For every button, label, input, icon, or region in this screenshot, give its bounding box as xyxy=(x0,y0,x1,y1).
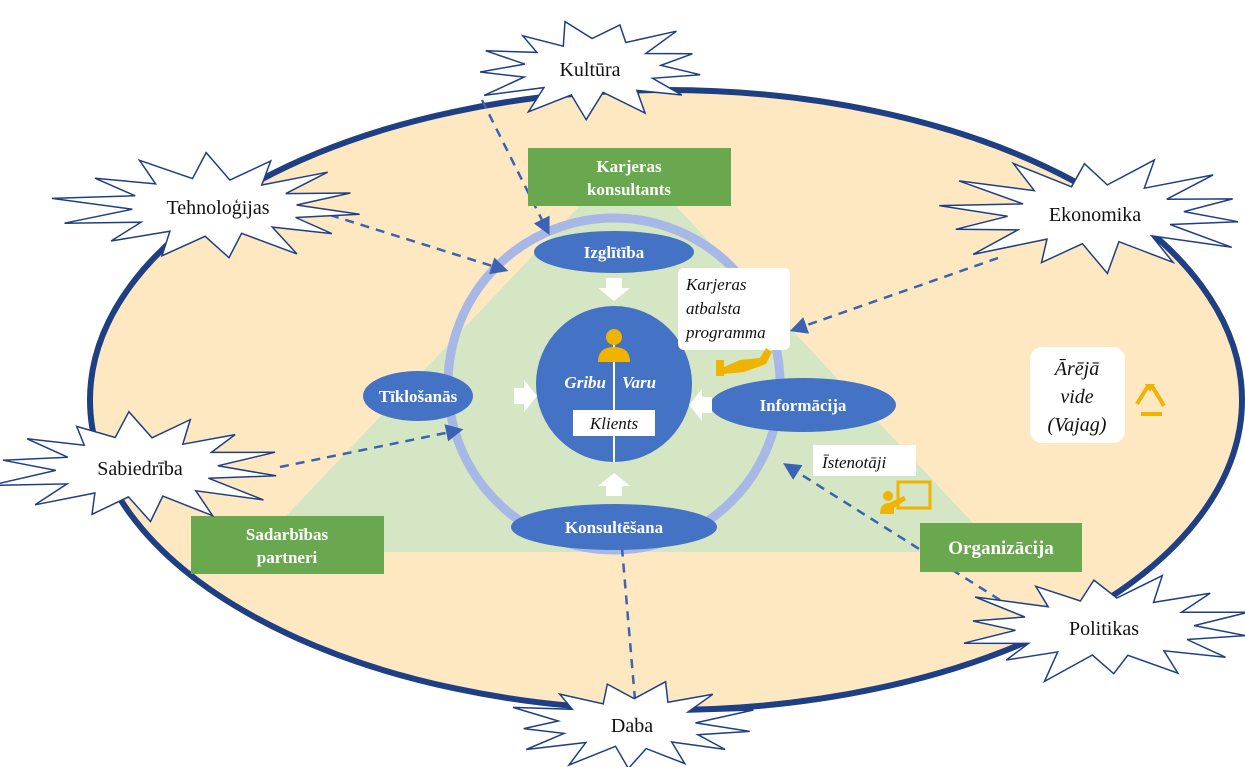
program-line2: atbalsta xyxy=(686,299,741,318)
arrow-kultura xyxy=(480,99,550,236)
gribu-label: Gribu xyxy=(564,373,606,392)
karjeras-konsultants-box: Karjeras konsultants xyxy=(528,148,731,206)
environment-line3: (Vajag) xyxy=(1048,414,1107,436)
arrow-from-tiklosanas xyxy=(514,380,537,412)
tiklosanas-label: Tīklošanās xyxy=(379,387,458,406)
karjeras-konsultants-line2: konsultants xyxy=(587,180,671,199)
izglitiba-ellipse: Izglītība xyxy=(534,231,694,273)
implementers-note: Īstenotāji xyxy=(813,445,916,476)
client-circle: Gribu Varu Klients xyxy=(536,306,692,462)
recycle-icon xyxy=(1135,384,1166,416)
environment-line1: Ārējā xyxy=(1053,358,1099,380)
ekonomika-label: Ekonomika xyxy=(1049,204,1141,226)
organizacija-box: Organizācija xyxy=(920,523,1082,572)
informacija-ellipse: Informācija xyxy=(710,378,896,432)
burst-daba: Daba xyxy=(512,680,754,767)
service-arrows xyxy=(514,278,712,496)
klients-label: Klients xyxy=(589,414,639,433)
person-icon xyxy=(598,329,630,362)
arrow-from-informacija xyxy=(689,389,712,421)
sadarbibas-partneri-line2: partneri xyxy=(257,548,318,567)
sabiedriba-label: Sabiedrība xyxy=(97,458,183,480)
organizacija-label: Organizācija xyxy=(948,538,1054,559)
influence-arrows xyxy=(279,99,1001,701)
presenter-icon xyxy=(880,480,932,514)
burst-tehnologijas: Tehnoloģijas xyxy=(51,151,360,259)
program-note: Karjeras atbalsta programma xyxy=(678,268,790,350)
helping-hand-icon xyxy=(716,348,772,376)
burst-sabiedriba: Sabiedrība xyxy=(0,410,277,523)
politikas-label: Politikas xyxy=(1069,618,1139,640)
burst-ekonomika: Ekonomika xyxy=(939,158,1239,275)
burst-politikas: Politikas xyxy=(963,574,1245,684)
program-line1: Karjeras xyxy=(685,275,747,294)
sadarbibas-partneri-box: Sadarbības partneri xyxy=(191,516,384,574)
program-line3: programma xyxy=(685,323,766,342)
environment-line2: vide xyxy=(1060,386,1093,408)
environment-note: Ārējā vide (Vajag) xyxy=(1030,347,1125,443)
varu-label: Varu xyxy=(622,373,656,392)
arrow-politikas xyxy=(783,463,1001,602)
tiklosanas-ellipse: Tīklošanās xyxy=(363,371,473,421)
arrow-tehnologijas xyxy=(329,213,509,275)
burst-kultura: Kultūra xyxy=(479,20,701,122)
tehnologijas-label: Tehnoloģijas xyxy=(166,197,269,219)
konsultesana-label: Konsultēšana xyxy=(565,518,664,537)
sadarbibas-partneri-line1: Sadarbības xyxy=(246,525,329,544)
informacija-label: Informācija xyxy=(760,396,847,415)
daba-label: Daba xyxy=(611,715,653,737)
izglitiba-label: Izglītība xyxy=(584,243,645,262)
arrow-from-konsultesana xyxy=(598,473,630,496)
kultura-label: Kultūra xyxy=(559,59,620,81)
implementers-label: Īstenotāji xyxy=(821,453,886,472)
arrow-ekonomika xyxy=(789,256,999,334)
arrow-from-izglitiba xyxy=(598,278,630,301)
konsultesana-ellipse: Konsultēšana xyxy=(511,504,717,550)
karjeras-konsultants-line1: Karjeras xyxy=(596,157,662,176)
